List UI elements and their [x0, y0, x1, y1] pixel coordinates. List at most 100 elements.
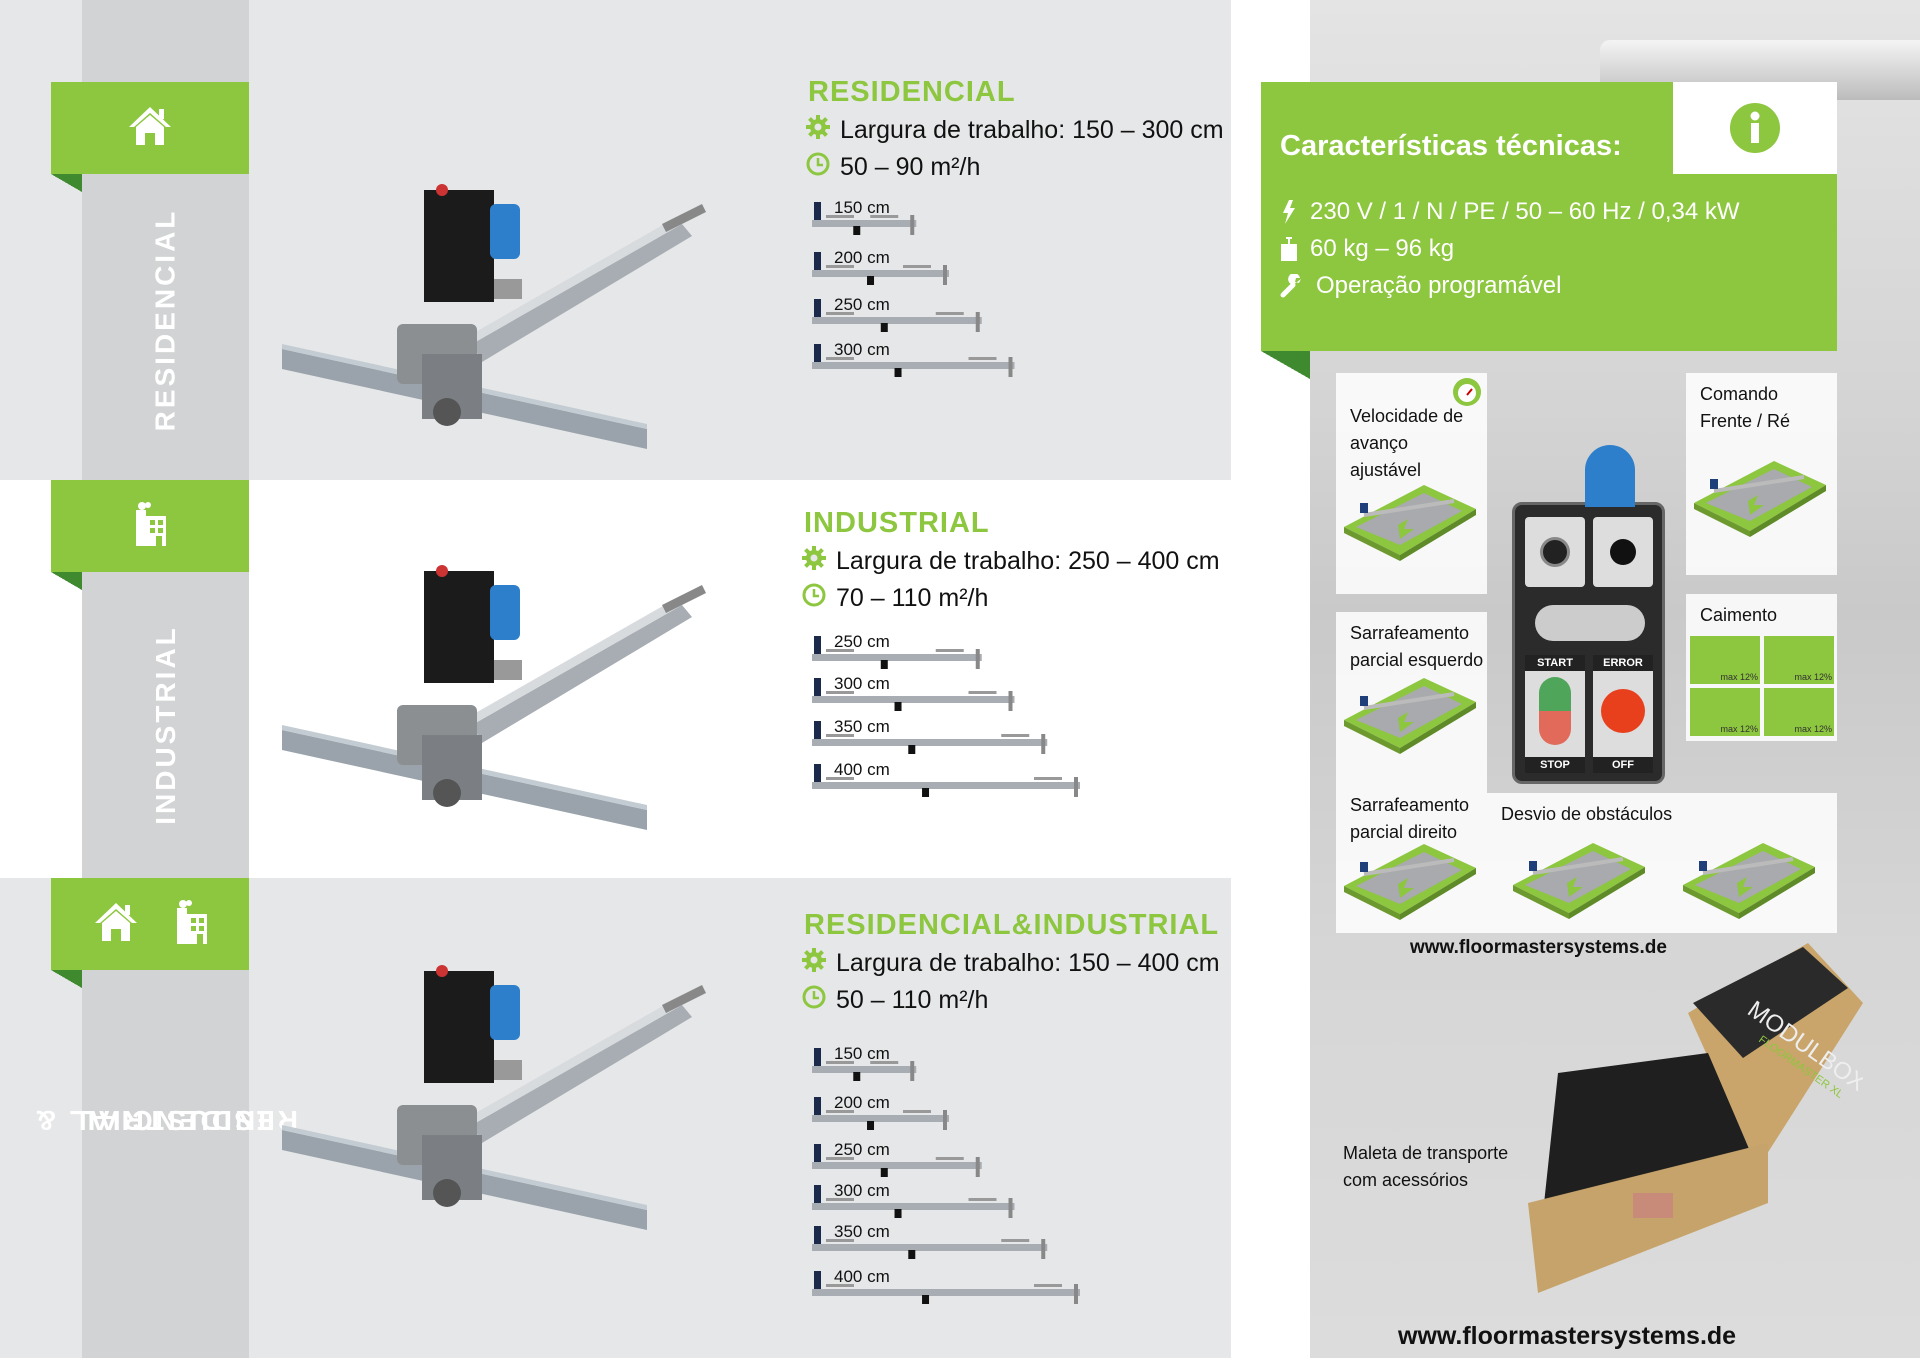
width-diagram-row: 250 cm	[812, 295, 996, 335]
feature-caimento: Caimento max 12% max 12% max 12% max 12%	[1686, 594, 1837, 741]
lightning-icon	[1283, 200, 1295, 224]
width-diagram-row: 150 cm	[812, 1044, 930, 1084]
feature-label: Sarrafeamento parcial direito	[1350, 795, 1470, 842]
wrench-icon	[1280, 274, 1301, 298]
beam-icon	[812, 1097, 949, 1130]
feature-label: Velocidade de avanço ajustável	[1350, 406, 1464, 480]
slope-badge: max 12%	[1794, 724, 1832, 734]
width-diagram-row: 200 cm	[812, 248, 963, 288]
platform-illustration	[1344, 485, 1476, 566]
tab-fold	[51, 572, 82, 590]
width-label: 250 cm	[834, 1140, 890, 1159]
tab-fold	[51, 174, 82, 192]
width-diagram-row: 350 cm	[812, 1222, 1061, 1262]
factory-icon	[134, 501, 166, 551]
spec-width: Largura de trabalho: 150 – 300 cm	[806, 115, 1224, 146]
beam-icon	[812, 1226, 1048, 1259]
gear-icon	[802, 948, 826, 979]
partial-toggle[interactable]	[1535, 605, 1645, 641]
beam-icon	[812, 202, 917, 235]
side-label-industrial: INDUSTRIAL	[149, 625, 181, 825]
spec-rate: 50 – 110 m²/h	[802, 985, 988, 1016]
side-label-residencial: RESIDENCIAL	[149, 208, 181, 432]
feature-direito: Sarrafeamento parcial direito	[1336, 784, 1487, 933]
feature-label: Desvio de obstáculos	[1501, 804, 1673, 824]
stop-label: STOP	[1525, 757, 1585, 773]
beam-icon	[812, 344, 1015, 377]
width-label: 150 cm	[834, 1044, 890, 1063]
platform-illustration	[1683, 843, 1815, 924]
beam-icon	[812, 636, 982, 669]
tech-item: Operação programável	[1280, 272, 1561, 300]
beam-icon	[812, 1271, 1080, 1304]
feature-comando: Comando Frente / Ré	[1686, 373, 1837, 575]
spec-width: Largura de trabalho: 250 – 400 cm	[802, 546, 1220, 577]
motor-cap	[1585, 445, 1635, 507]
slope-badge: max 12%	[1720, 724, 1758, 734]
feature-label: Sarrafeamento parcial esquerdo	[1350, 623, 1484, 670]
section-title: RESIDENCIAL	[808, 76, 1016, 108]
speedometer-icon	[1453, 378, 1481, 406]
spec-rate: 50 – 90 m²/h	[806, 152, 980, 183]
width-diagram-row: 400 cm	[812, 760, 1094, 800]
platform-illustration	[1344, 678, 1476, 759]
error-label: ERROR	[1593, 655, 1653, 671]
width-diagram-row: 250 cm	[812, 632, 996, 672]
tech-title: Características técnicas:	[1280, 130, 1622, 162]
clock-icon	[802, 985, 826, 1016]
control-panel: START STOP ERROR OFF	[1512, 445, 1665, 784]
width-label: 200 cm	[834, 1093, 890, 1112]
feature-label: Caimento	[1700, 605, 1778, 625]
machine-image	[282, 965, 737, 1230]
gear-icon	[806, 115, 830, 146]
caption-line: com acessórios	[1343, 1170, 1469, 1190]
width-label: 400 cm	[834, 760, 890, 779]
website-link[interactable]: www.floormastersystems.de	[1410, 937, 1667, 958]
gear-icon	[802, 546, 826, 577]
website-link-large[interactable]: www.floormastersystems.de	[1398, 1322, 1737, 1350]
start-stop-button[interactable]: START STOP	[1525, 655, 1585, 773]
section-title: RESIDENCIAL&INDUSTRIAL	[804, 909, 1220, 941]
direction-switch[interactable]	[1593, 517, 1653, 587]
tab-residencial[interactable]	[51, 82, 249, 174]
emergency-off-button[interactable]: ERROR OFF	[1593, 655, 1653, 773]
beam-icon	[812, 764, 1080, 797]
platform-illustration	[1513, 843, 1645, 924]
tab-fold	[51, 970, 82, 988]
width-label: 350 cm	[834, 1222, 890, 1241]
tech-item: 230 V / 1 / N / PE / 50 – 60 Hz / 0,34 k…	[1280, 198, 1740, 226]
feature-velocidade: Velocidade de avanço ajustável	[1336, 373, 1487, 594]
beam-icon	[812, 1048, 917, 1081]
beam-icon	[812, 1144, 982, 1177]
off-label: OFF	[1593, 757, 1653, 773]
width-label: 250 cm	[834, 632, 890, 651]
slope-badge: max 12%	[1720, 672, 1758, 682]
slope-badges: max 12% max 12% max 12% max 12%	[1690, 636, 1834, 736]
feature-esquerdo: Sarrafeamento parcial esquerdo	[1336, 612, 1487, 784]
tab-combined[interactable]	[51, 878, 249, 970]
width-diagram-row: 300 cm	[812, 340, 1029, 380]
caption-line: Maleta de transporte	[1343, 1143, 1509, 1163]
width-label: 300 cm	[834, 340, 890, 359]
width-label: 350 cm	[834, 717, 890, 736]
width-diagram-row: 250 cm	[812, 1140, 996, 1180]
info-icon	[1730, 103, 1780, 153]
tech-item: 60 kg – 96 kg	[1280, 235, 1454, 263]
section-title: INDUSTRIAL	[804, 507, 990, 539]
sidebar-strip	[82, 0, 249, 1358]
machine-image	[282, 565, 737, 830]
info-badge	[1673, 82, 1837, 174]
width-diagram-row: 400 cm	[812, 1267, 1094, 1307]
feature-desvio: Desvio de obstáculos	[1487, 793, 1837, 933]
width-diagram-row: 300 cm	[812, 1181, 1029, 1221]
width-diagram-row: 150 cm	[812, 198, 930, 238]
width-label: 300 cm	[834, 674, 890, 693]
tab-industrial[interactable]	[51, 480, 249, 572]
speed-dial[interactable]	[1525, 517, 1585, 587]
platform-illustration	[1694, 461, 1826, 542]
slope-badge: max 12%	[1794, 672, 1832, 682]
machine-image	[282, 184, 737, 449]
box-fold	[1261, 351, 1310, 379]
house-icon	[127, 105, 173, 152]
width-label: 250 cm	[834, 295, 890, 314]
